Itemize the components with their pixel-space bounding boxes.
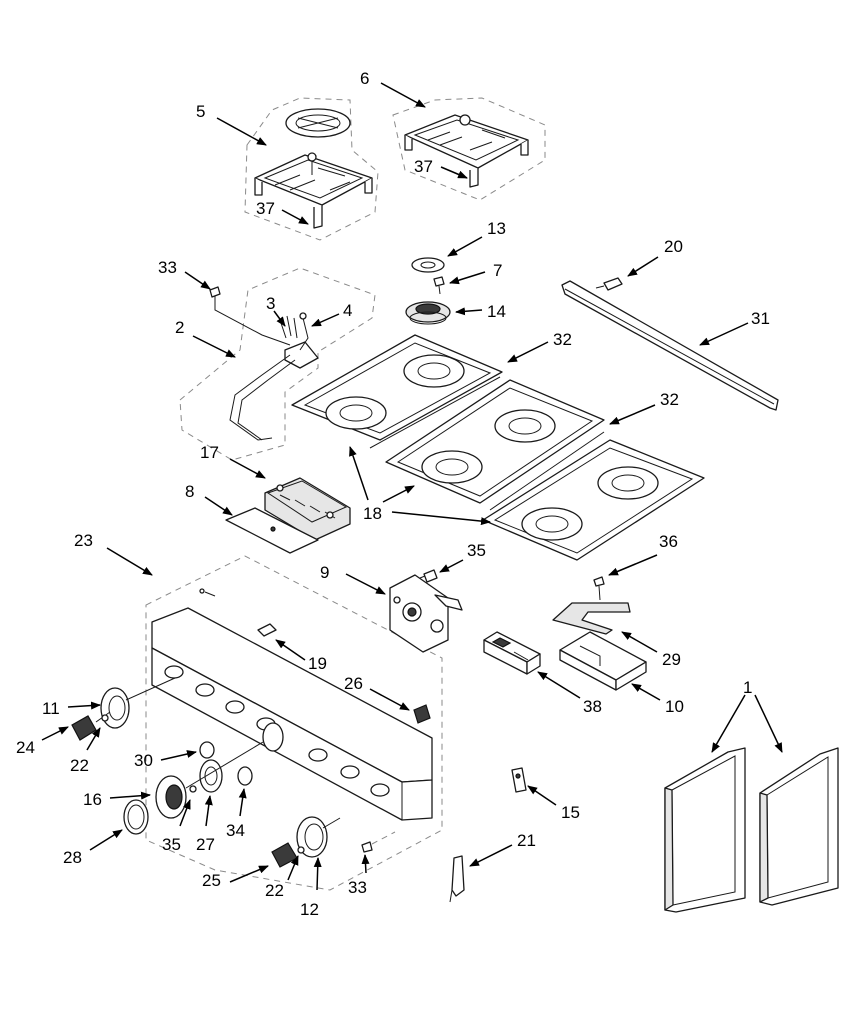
callout-1: 1 bbox=[743, 678, 752, 697]
callout-7: 7 bbox=[493, 261, 502, 280]
callout-36: 36 bbox=[659, 532, 678, 551]
callout-10: 10 bbox=[665, 697, 684, 716]
callout-32-lower: 32 bbox=[660, 390, 679, 409]
callout-30: 30 bbox=[134, 751, 153, 770]
callout-23: 23 bbox=[74, 531, 93, 550]
side-panel-left bbox=[664, 747, 746, 913]
igniter-assembly-2 bbox=[209, 286, 319, 441]
knob-lower bbox=[271, 816, 341, 868]
callout-17: 17 bbox=[200, 443, 219, 462]
knob-icon bbox=[271, 842, 298, 868]
callout-12: 12 bbox=[300, 900, 319, 919]
valve-block-17 bbox=[264, 477, 351, 541]
callout-26: 26 bbox=[344, 674, 363, 693]
callout-20: 20 bbox=[664, 237, 683, 256]
callout-16: 16 bbox=[83, 790, 102, 809]
burner-pan-left bbox=[291, 334, 503, 449]
callout-27: 27 bbox=[196, 835, 215, 854]
callout-21: 21 bbox=[517, 831, 536, 850]
knob-center bbox=[123, 722, 284, 835]
screw-20 bbox=[595, 277, 623, 291]
knob-upper-left bbox=[71, 677, 176, 741]
label-26 bbox=[413, 704, 431, 724]
grate-6-group bbox=[392, 97, 546, 201]
module-38 bbox=[483, 631, 541, 675]
burner-14 bbox=[405, 301, 451, 325]
callout-22-upper: 22 bbox=[70, 756, 89, 775]
callout-31: 31 bbox=[751, 309, 770, 328]
burner-pan-middle bbox=[385, 379, 605, 511]
callout-11: 11 bbox=[42, 699, 60, 718]
callout-8: 8 bbox=[185, 482, 194, 501]
manifold-panel bbox=[151, 588, 433, 821]
callout-22-lower: 22 bbox=[265, 881, 284, 900]
grate-5-group bbox=[244, 97, 379, 241]
trim-rod-31 bbox=[561, 280, 779, 411]
screw-35-upper bbox=[419, 569, 438, 583]
callout-3: 3 bbox=[266, 294, 275, 313]
callout-38: 38 bbox=[583, 697, 602, 716]
callout-15: 15 bbox=[561, 803, 580, 822]
bezel-30 bbox=[199, 741, 215, 759]
callout-6: 6 bbox=[360, 69, 369, 88]
bezel-34 bbox=[237, 766, 253, 786]
callout-2: 2 bbox=[175, 318, 184, 337]
callout-29: 29 bbox=[662, 650, 681, 669]
orifice-19 bbox=[257, 623, 277, 637]
side-panel-icon bbox=[759, 747, 839, 906]
callout-24: 24 bbox=[16, 738, 35, 757]
knob-icon bbox=[165, 784, 183, 810]
burner-pan-right bbox=[482, 439, 705, 561]
callout-25: 25 bbox=[202, 871, 221, 890]
callout-32-upper: 32 bbox=[553, 330, 572, 349]
gasket-8 bbox=[225, 507, 319, 554]
callout-28: 28 bbox=[63, 848, 82, 867]
valve-9 bbox=[389, 574, 463, 653]
callout-5: 5 bbox=[196, 102, 205, 121]
bracket-29 bbox=[552, 602, 631, 635]
box-10 bbox=[559, 631, 647, 691]
callout-19: 19 bbox=[308, 654, 327, 673]
callout-33-top: 33 bbox=[158, 258, 177, 277]
callout-37-right: 37 bbox=[414, 157, 433, 176]
bracket-21 bbox=[449, 855, 465, 903]
callout-37-left: 37 bbox=[256, 199, 275, 218]
callout-35-lower: 35 bbox=[162, 835, 181, 854]
burner-cap-13 bbox=[411, 257, 445, 273]
screw-36 bbox=[593, 576, 605, 601]
callout-14: 14 bbox=[487, 302, 506, 321]
callout-13: 13 bbox=[487, 219, 506, 238]
callout-33-lower: 33 bbox=[348, 878, 367, 897]
screw-33-lower bbox=[361, 831, 396, 853]
callout-4: 4 bbox=[343, 301, 352, 320]
callout-34: 34 bbox=[226, 821, 245, 840]
callout-35-upper: 35 bbox=[467, 541, 486, 560]
callout-18: 18 bbox=[363, 504, 382, 523]
grate-icon bbox=[254, 154, 373, 206]
side-panel-right bbox=[759, 747, 839, 906]
screw-7 bbox=[433, 276, 445, 295]
clip-15 bbox=[511, 767, 527, 793]
knob-icon bbox=[71, 715, 97, 741]
callout-9: 9 bbox=[320, 563, 329, 582]
